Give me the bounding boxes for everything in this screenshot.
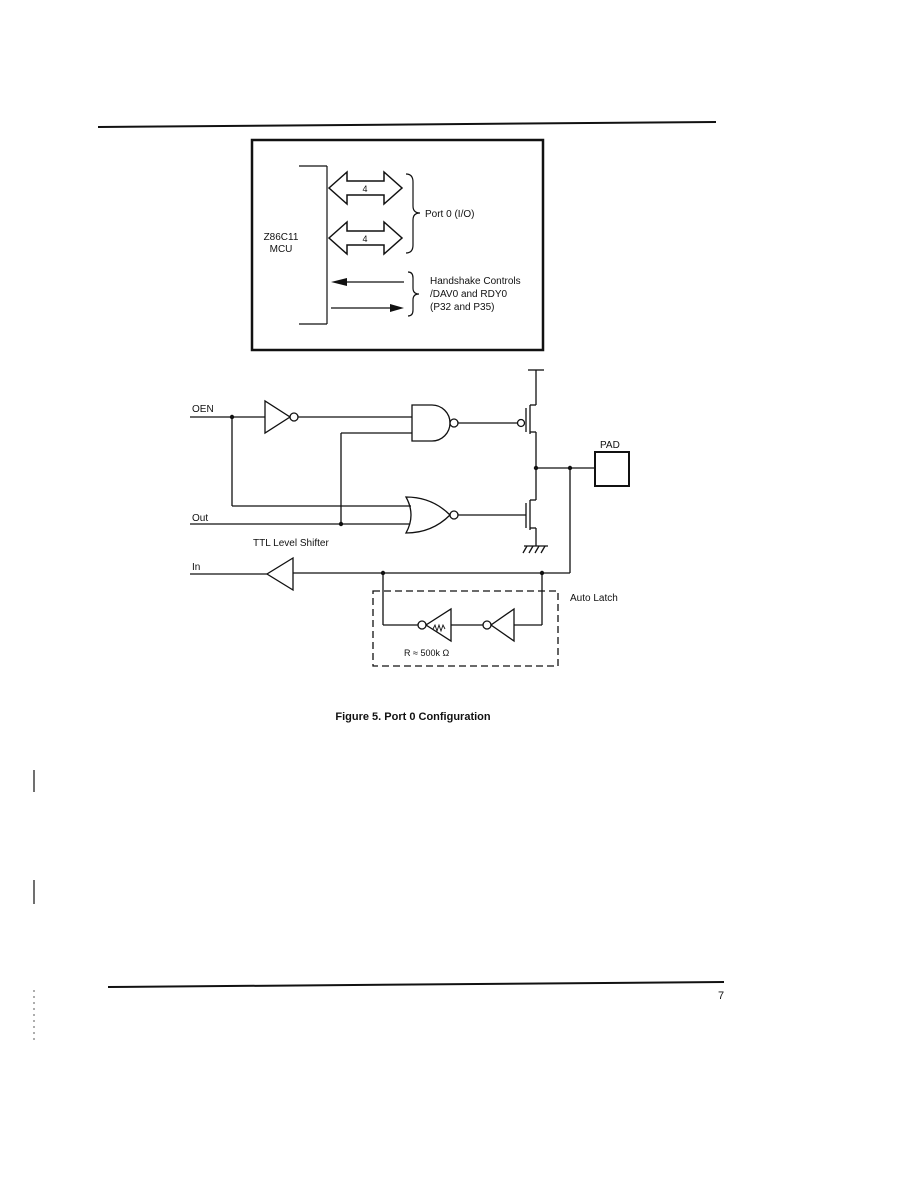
mcu-label-line2: MCU bbox=[270, 244, 293, 255]
auto-latch-box bbox=[372, 590, 559, 667]
handshake-in-arrowhead bbox=[331, 278, 347, 286]
port-brace bbox=[405, 173, 421, 254]
latch-inverter-2 bbox=[424, 607, 452, 643]
port-label: Port 0 (I/O) bbox=[425, 209, 474, 220]
figure-caption: Figure 5. Port 0 Configuration bbox=[335, 711, 491, 723]
handshake-out-arrowhead bbox=[390, 304, 404, 312]
mcu-block-diagram: Z86C11 MCU 4 4 Port 0 (I/O) Handshake Co… bbox=[250, 138, 545, 352]
bus-arrow-1 bbox=[327, 170, 404, 206]
handshake-brace bbox=[407, 271, 420, 317]
ground-hatch-3 bbox=[534, 545, 540, 554]
page-number: 7 bbox=[718, 990, 724, 1002]
handshake-line3: (P32 and P35) bbox=[430, 302, 495, 313]
oen-inverter-bubble bbox=[289, 412, 299, 422]
auto-latch-label: Auto Latch bbox=[570, 593, 618, 604]
bottom-rule bbox=[107, 981, 725, 988]
top-rule bbox=[97, 121, 717, 128]
bus-width-1: 4 bbox=[362, 184, 367, 194]
handshake-line2: /DAV0 and RDY0 bbox=[430, 289, 508, 300]
bus-width-2: 4 bbox=[362, 234, 367, 244]
port0-schematic: OEN Out TTL Level Shifter bbox=[190, 369, 630, 667]
resistor-symbol bbox=[432, 623, 446, 633]
mcu-label-line1: Z86C11 bbox=[264, 232, 299, 243]
handshake-line1: Handshake Controls bbox=[430, 276, 521, 287]
out-label: Out bbox=[192, 513, 208, 524]
nor-bubble bbox=[449, 510, 459, 520]
ttl-label: TTL Level Shifter bbox=[253, 538, 329, 549]
latch-inverter-1 bbox=[489, 607, 515, 643]
pad-box bbox=[594, 451, 630, 487]
in-label: In bbox=[192, 562, 200, 573]
ground-hatch-2 bbox=[528, 545, 534, 554]
block-frame bbox=[250, 138, 545, 352]
nand-gate bbox=[411, 404, 451, 442]
oen-label: OEN bbox=[192, 404, 214, 415]
ground-hatch-4 bbox=[540, 545, 546, 554]
nand-bubble bbox=[449, 418, 459, 428]
oen-inverter bbox=[264, 399, 292, 435]
pad-label: PAD bbox=[600, 440, 620, 451]
latch-inverter-1-bubble bbox=[482, 620, 492, 630]
resistor-label: R ≈ 500k Ω bbox=[404, 648, 449, 658]
bus-arrow-2 bbox=[327, 220, 404, 256]
nor-gate bbox=[404, 496, 451, 534]
latch-inverter-2-bubble bbox=[417, 620, 427, 630]
pmos-gate-bubble bbox=[516, 418, 526, 428]
in-buffer bbox=[265, 556, 294, 592]
ground-hatch-1 bbox=[522, 545, 528, 554]
